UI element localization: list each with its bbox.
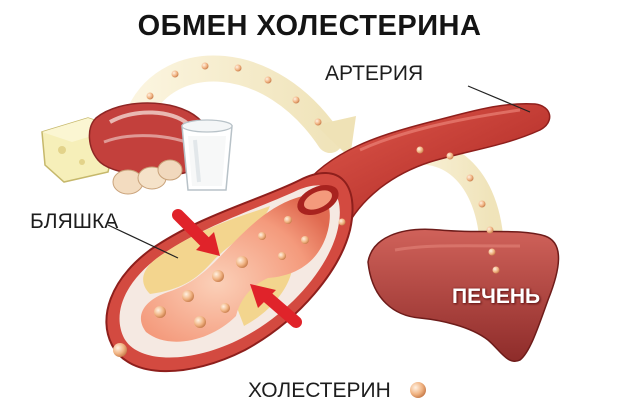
food-illustration	[41, 102, 233, 195]
plaque-leader-line	[107, 224, 179, 259]
plaque-arrow-upper	[172, 209, 220, 256]
artery-label: АРТЕРИЯ	[325, 62, 424, 85]
artery-tube	[298, 102, 551, 232]
diagram-title: ОБМЕН ХОЛЕСТЕРИНА	[137, 10, 482, 42]
cholesterol-particles	[113, 62, 500, 357]
artery-cross-section	[105, 172, 354, 373]
flow-arrow-food-to-artery	[127, 55, 356, 158]
cholesterol-legend-label: ХОЛЕСТЕРИН	[248, 379, 391, 402]
cholesterol-legend-icon	[410, 382, 426, 398]
milk-glass-icon	[181, 119, 233, 191]
eggs-icon	[112, 159, 183, 195]
plaque-label: БЛЯШКА	[30, 210, 119, 233]
liver-label: ПЕЧЕНЬ	[452, 285, 541, 308]
plaque-arrow-lower	[250, 284, 302, 328]
liver-icon	[367, 228, 560, 363]
artery-leader-line	[467, 85, 531, 113]
